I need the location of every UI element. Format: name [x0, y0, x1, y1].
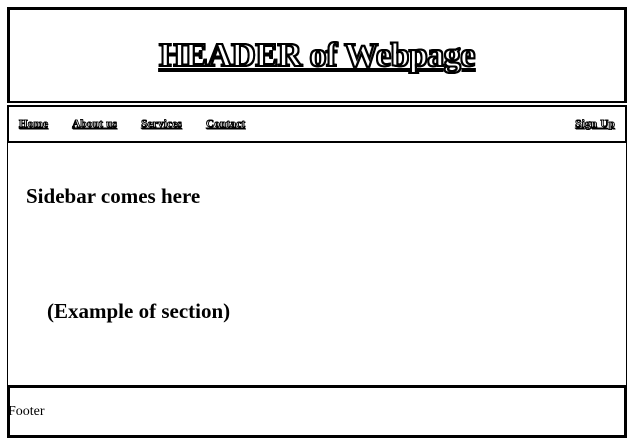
- nav-link-sign-up[interactable]: Sign Up: [575, 118, 615, 131]
- footer-text: Footer: [8, 403, 45, 419]
- page-title: HEADER of Webpage: [158, 36, 476, 75]
- nav-link-home[interactable]: Home: [19, 118, 49, 131]
- nav-link-contact[interactable]: Contact: [206, 118, 246, 131]
- main-content: Sidebar comes here (Example of section): [7, 143, 627, 385]
- nav-link-services[interactable]: Services: [141, 118, 183, 131]
- page-footer: Footer: [7, 385, 627, 438]
- page-header: HEADER of Webpage: [7, 7, 627, 103]
- section-heading: (Example of section): [47, 299, 231, 323]
- navigation-bar: Home About us Services Contact Sign Up: [7, 105, 627, 143]
- nav-link-about-us[interactable]: About us: [72, 118, 118, 131]
- sidebar-heading: Sidebar comes here: [26, 184, 201, 208]
